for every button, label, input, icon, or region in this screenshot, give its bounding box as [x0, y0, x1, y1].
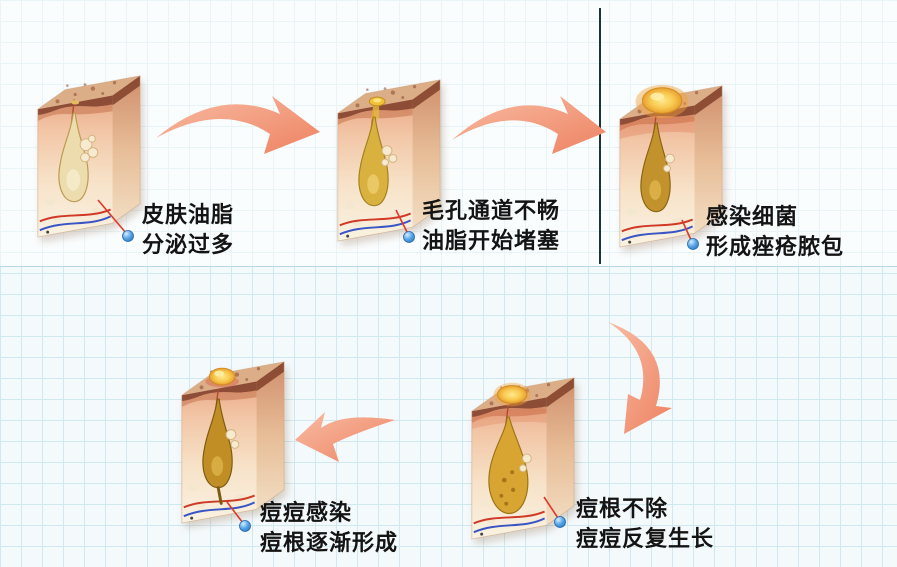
follicle-stage-5 [202, 367, 240, 505]
follicle-stage-1 [58, 99, 99, 203]
skin-cross-section-stage-4-illustration [462, 366, 580, 543]
stage-3-label-group: 感染细菌 形成痤疮脓包 [666, 196, 891, 268]
vertical-divider-line [599, 8, 601, 264]
stage-2-label-group: 毛孔通道不畅 油脂开始堵塞 [372, 192, 612, 264]
stage-1-pointer-dot [122, 230, 134, 242]
stage-1-label-line2: 分泌过多 [142, 232, 235, 257]
stage-5-label-group: 痘痘感染 痘根逐渐形成 [214, 496, 454, 567]
stage-4-pointer-dot [554, 516, 566, 528]
skin-block-stage-2 [328, 68, 446, 245]
arrow-stage1-to-stage2-icon [152, 92, 322, 172]
stage-1-pointer-line [97, 199, 134, 242]
stage-4-label-line2: 痘痘反复生长 [576, 526, 715, 551]
skin-block-stage-4 [462, 366, 580, 543]
skin-block-stage-3 [610, 74, 728, 251]
stage-2-label-line1: 毛孔通道不畅 [422, 198, 561, 223]
stage-4-label-group: 痘根不除 痘痘反复生长 [530, 492, 770, 564]
arrow-stage2-to-stage3-icon [448, 92, 608, 172]
skin-cross-section-stage-5-illustration [172, 350, 290, 527]
stage-2-pointer-dot [403, 231, 415, 243]
stage-5-label-line1: 痘痘感染 [260, 500, 353, 525]
follicle-stage-2 [358, 96, 398, 207]
stage-5-label-line2: 痘根逐渐形成 [260, 530, 399, 555]
stage-4-pointer-line [543, 496, 566, 528]
skin-cross-section-stage-1-illustration [28, 64, 146, 241]
follicle-stage-4 [471, 382, 547, 515]
stage-3-label-line1: 感染细菌 [706, 204, 799, 229]
skin-block-stage-1 [28, 64, 146, 241]
stage-5-pointer-dot [239, 520, 251, 532]
top-background-tint [0, 0, 897, 266]
stage-1-label-group: 皮肤油脂 分泌过多 [88, 196, 318, 268]
stage-3-pointer-dot [687, 238, 699, 250]
stage-1-label-line1: 皮肤油脂 [142, 202, 235, 227]
stage-2-label-line2: 油脂开始堵塞 [422, 228, 561, 253]
skin-cross-section-stage-2-illustration [328, 68, 446, 245]
arrow-stage3-to-stage4-icon [588, 318, 673, 438]
stage-4-label-line1: 痘根不除 [576, 496, 669, 521]
stage-2-pointer-line [395, 209, 415, 243]
skin-block-stage-5 [172, 350, 290, 527]
stage-3-label-line2: 形成痤疮脓包 [706, 234, 845, 259]
follicle-stage-3 [619, 84, 695, 213]
stage-5-pointer-line [226, 501, 251, 532]
skin-cross-section-stage-3-illustration [610, 84, 728, 251]
horizontal-grid-divider [0, 266, 897, 267]
stage-3-pointer-line [681, 219, 699, 250]
arrow-stage4-to-stage5-icon [293, 408, 398, 468]
